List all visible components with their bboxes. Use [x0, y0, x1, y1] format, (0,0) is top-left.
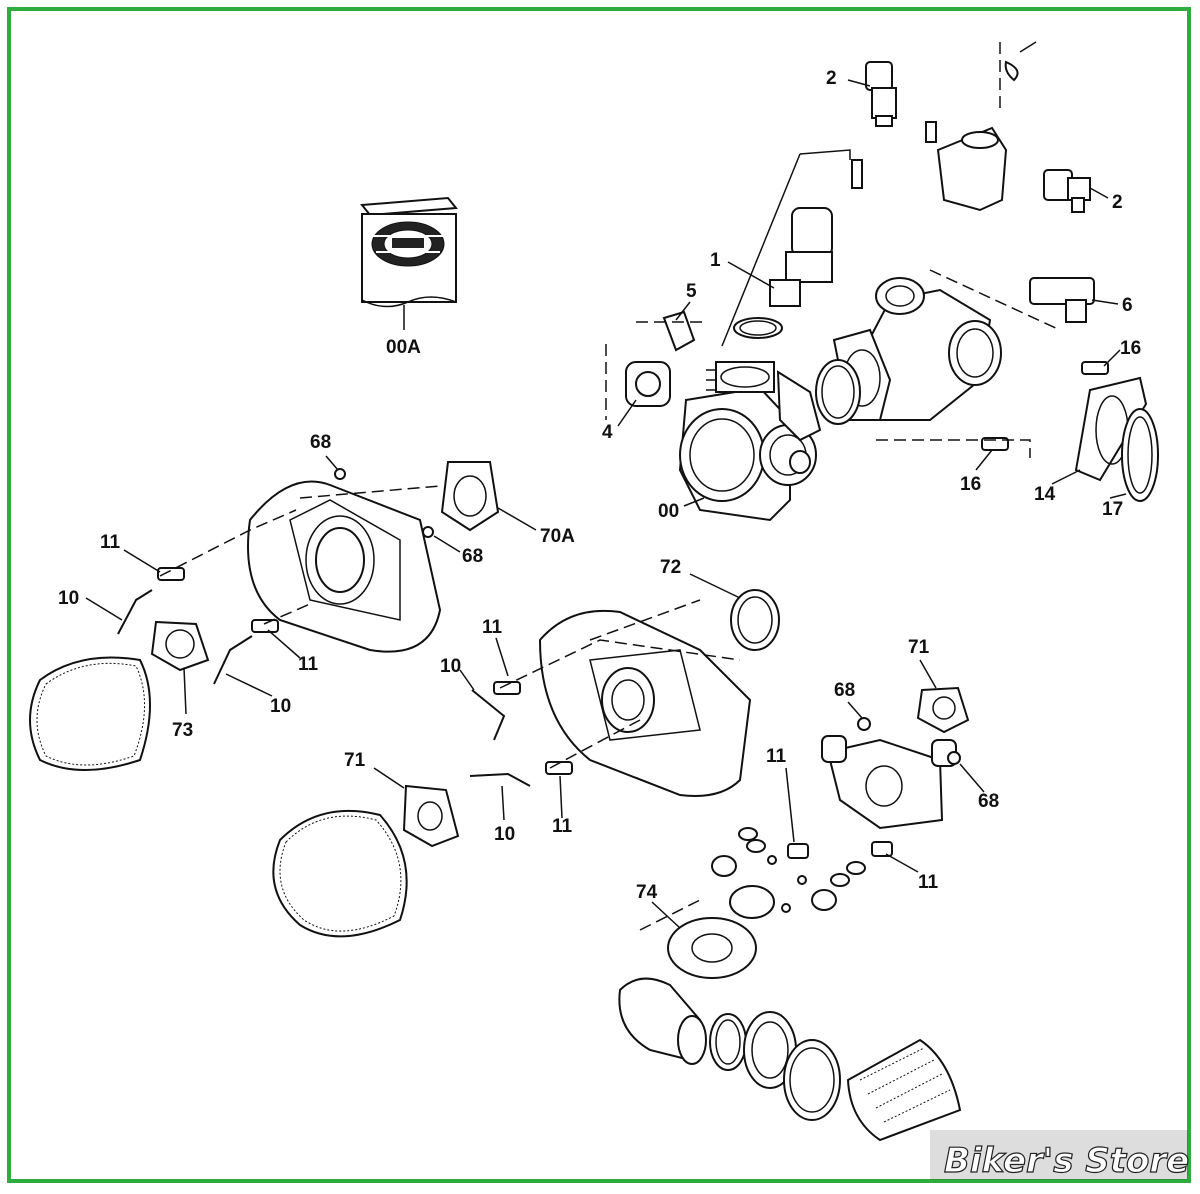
tps-4 — [605, 344, 671, 420]
callout-00A: 00A — [386, 337, 421, 358]
intake-elbow — [618, 977, 707, 1065]
backing-ring — [783, 1039, 841, 1121]
parts-box-00A — [360, 196, 458, 308]
backplate-upper — [247, 480, 442, 653]
callout-11-f: 11 — [918, 872, 939, 893]
gasket-74 — [667, 917, 757, 979]
seal-17 — [1121, 408, 1159, 502]
callout-71-lower: 71 — [344, 750, 366, 771]
gasket-71-lower — [402, 784, 460, 848]
callout-74: 74 — [636, 882, 658, 903]
ring-72 — [730, 589, 780, 651]
callout-10-a: 10 — [58, 588, 79, 609]
breather-cover-plate — [821, 735, 957, 830]
callout-68-far-right: 68 — [978, 791, 999, 812]
callout-11-a: 11 — [100, 532, 121, 553]
intake-manifold — [815, 277, 1002, 425]
gasket-73 — [150, 620, 210, 672]
throttle-body-00 — [678, 361, 822, 522]
callout-11-b: 11 — [298, 654, 319, 675]
callout-6: 6 — [1122, 295, 1133, 316]
callout-73: 73 — [172, 720, 193, 741]
injector-2-right — [1043, 169, 1091, 213]
fuel-rail — [925, 121, 1008, 212]
callout-2-right: 2 — [1112, 192, 1123, 213]
hose-clamp — [709, 1013, 747, 1071]
callout-4: 4 — [602, 422, 613, 443]
gasket-70A — [440, 461, 500, 532]
backplate-lower — [538, 609, 752, 797]
callout-10-d: 10 — [494, 824, 515, 845]
callout-11-e: 11 — [766, 746, 787, 767]
callout-11-d: 11 — [552, 816, 573, 837]
gasket-71-right — [916, 686, 970, 734]
screw-16-bottom — [981, 437, 1009, 451]
watermark-text: Biker's Store — [944, 1141, 1189, 1181]
bracket-5 — [636, 310, 704, 352]
screw-16-top — [1081, 361, 1109, 375]
callout-14: 14 — [1034, 484, 1056, 505]
air-filter-lower — [272, 809, 408, 938]
callout-68-top: 68 — [310, 432, 331, 453]
callout-17: 17 — [1102, 499, 1123, 520]
callout-1: 1 — [710, 250, 721, 271]
watermark: Biker's Store — [930, 1130, 1190, 1182]
callout-16-bottom: 16 — [960, 474, 981, 495]
leader-lines — [85, 79, 1127, 929]
iac-motor-1 — [733, 159, 863, 339]
callout-11-c: 11 — [482, 617, 503, 638]
callout-71-right: 71 — [908, 637, 930, 658]
plugs-and-orings — [711, 827, 866, 919]
injector-2-top — [865, 61, 897, 127]
callout-5: 5 — [686, 281, 697, 302]
callout-10-b: 10 — [270, 696, 291, 717]
callout-2-top: 2 — [826, 68, 837, 89]
callout-10-c: 10 — [440, 656, 461, 677]
cone-filter — [846, 1038, 962, 1142]
diagram-frame — [7, 7, 1191, 1183]
callout-70A: 70A — [540, 526, 575, 547]
sensor-6 — [1029, 277, 1095, 323]
callout-16-top: 16 — [1120, 338, 1141, 359]
callout-72: 72 — [660, 557, 681, 578]
callout-68-right: 68 — [834, 680, 855, 701]
callout-68-mid: 68 — [462, 546, 483, 567]
callout-00: 00 — [658, 501, 679, 522]
air-filter-left — [29, 656, 151, 771]
